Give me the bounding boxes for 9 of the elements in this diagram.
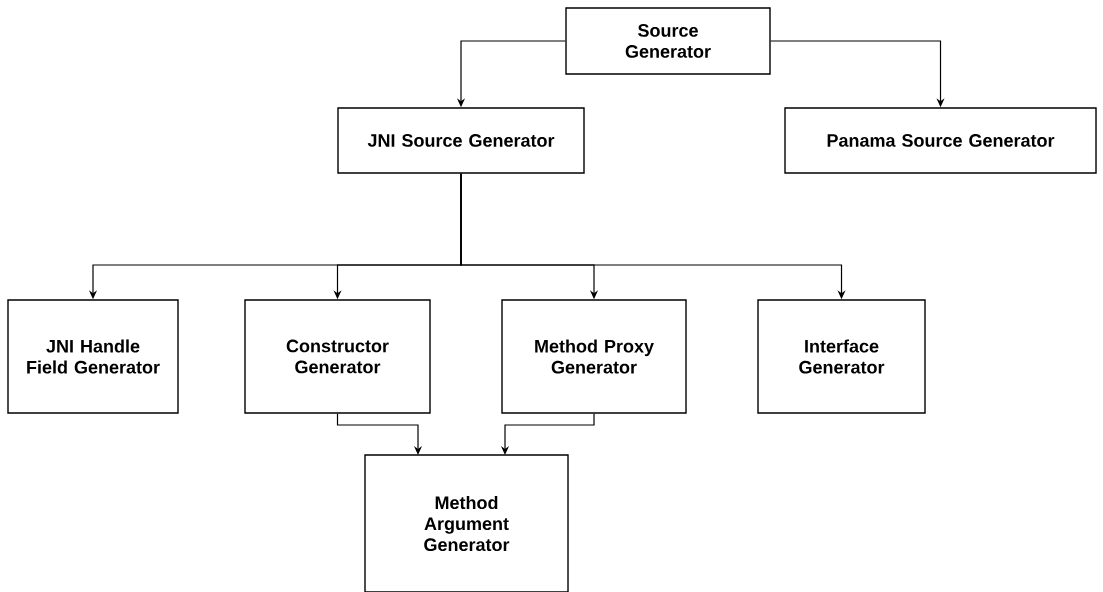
- process-box: Source Generator: [565, 7, 771, 75]
- process-box: JNI Source Generator: [337, 107, 585, 174]
- arrow: [336, 413, 423, 455]
- process-box: Method Proxy Generator: [501, 299, 687, 414]
- process-box: Constructor Generator: [244, 299, 431, 414]
- process-box: Interface Generator: [757, 299, 926, 414]
- process-box: JNI Handle Field Generator: [7, 299, 179, 414]
- process-box: Panama Source Generator: [784, 107, 1097, 174]
- process-box: Method Argument Generator: [364, 454, 569, 592]
